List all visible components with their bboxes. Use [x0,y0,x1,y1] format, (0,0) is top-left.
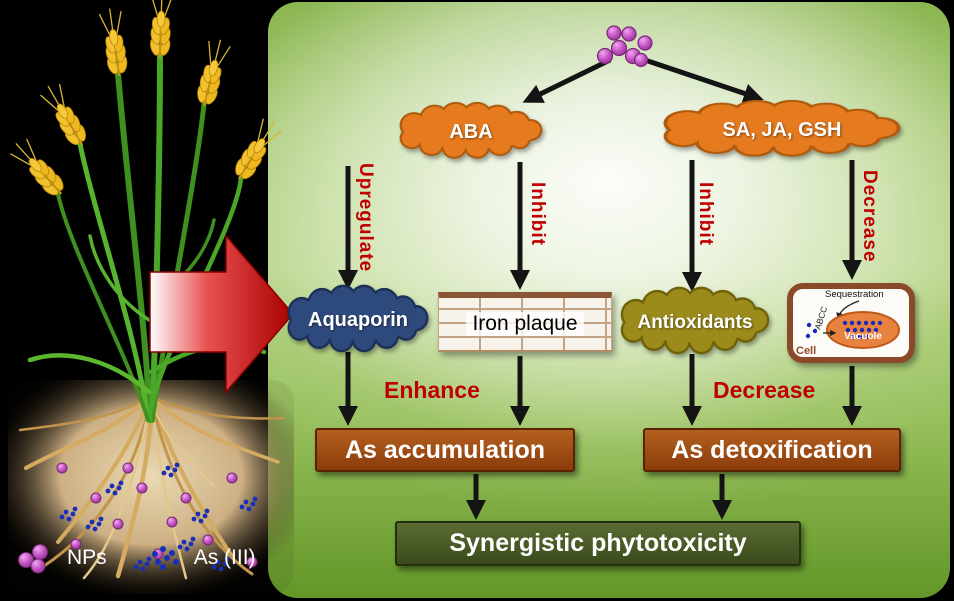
wheat-heads [6,0,286,203]
iron-plaque-node: Iron plaque [438,292,612,352]
cell-art [805,300,900,349]
as-accumulation-box: As accumulation [315,428,575,472]
hormones-label: SA, JA, GSH [722,118,842,141]
inhibit-aba-label: Inhibit [527,182,548,246]
upregulate-label: Upregulate [355,163,376,273]
aba-label: ABA [449,120,493,143]
legend-as-item: As (III) [147,542,256,574]
nps-icon [18,544,48,574]
synergy-label: Synergistic phytotoxicity [449,529,747,557]
vacuole-as-dots [805,320,883,340]
iron-plaque-label: Iron plaque [466,312,584,336]
decrease-vertical-label: Decrease [859,170,880,263]
aba-cloud: ABA [395,101,547,159]
aquaporin-cloud: Aquaporin [283,284,433,353]
as-detoxification-box: As detoxification [643,428,901,472]
hormones-cloud: SA, JA, GSH [656,99,908,157]
nps-label: NPs [67,546,107,569]
enhance-label: Enhance [384,377,480,403]
cell-sequestration-diagram: Sequestration Vacuole ABCC Cell [787,283,915,363]
sequestration-label: Sequestration [825,289,884,300]
cell-label: Cell [796,345,817,357]
decrease-label: Decrease [713,377,816,403]
vacuole-label: Vacuole [844,331,882,342]
as-detoxification-label: As detoxification [671,435,873,464]
rice-stems [27,53,267,423]
rice-plant-illustration [6,0,294,594]
antioxidants-label: Antioxidants [637,311,753,333]
legend: NPs As (III) [14,540,256,576]
aquaporin-label: Aquaporin [308,309,408,331]
as-iii-icon [151,546,179,570]
legend-nps-item: NPs [14,540,107,576]
inhibit-hormones-label: Inhibit [695,182,716,246]
synergy-box: Synergistic phytotoxicity [395,521,801,566]
as-label: As (III) [193,546,256,569]
as-accumulation-label: As accumulation [344,435,546,464]
antioxidants-cloud: Antioxidants [616,286,774,355]
